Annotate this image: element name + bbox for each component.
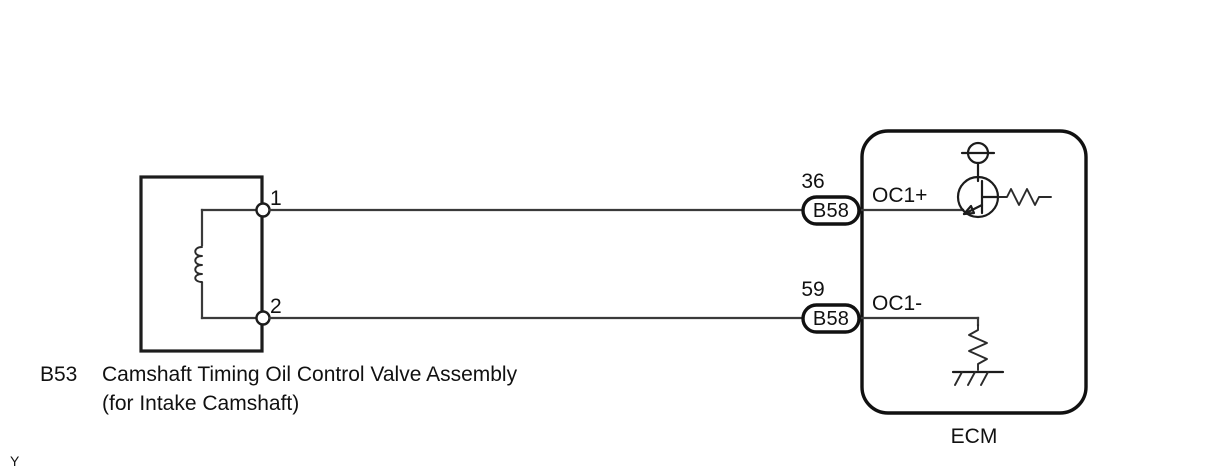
coil-icon bbox=[194, 246, 203, 283]
connector-pin-number-59: 59 bbox=[801, 278, 824, 301]
ecm-box bbox=[860, 129, 1088, 415]
resistor-icon-lower bbox=[968, 324, 988, 371]
resistor-icon-upper bbox=[998, 188, 1052, 206]
component-name-line1: Camshaft Timing Oil Control Valve Assemb… bbox=[102, 363, 518, 386]
ecm-signal-label-oc1-plus: OC1+ bbox=[872, 184, 927, 207]
component-code-label: B53 bbox=[40, 363, 77, 386]
connector-b58-pin36: 36 B58 bbox=[801, 170, 861, 226]
component-name-line2: (for Intake Camshaft) bbox=[102, 392, 299, 415]
terminal-2: 2 bbox=[255, 295, 282, 326]
connector-name-b58-upper: B58 bbox=[813, 200, 849, 222]
terminal-1: 1 bbox=[255, 187, 282, 218]
ground-icon bbox=[951, 370, 1005, 386]
connector-name-b58-lower: B58 bbox=[813, 308, 849, 330]
valve-assembly-box bbox=[139, 175, 264, 353]
terminal-1-label: 1 bbox=[270, 187, 282, 210]
ecm-label: ECM bbox=[951, 425, 998, 448]
ecm-lower-circuit bbox=[860, 316, 1005, 386]
terminal-2-label: 2 bbox=[270, 295, 282, 318]
connector-b58-pin59: 59 B58 bbox=[801, 278, 861, 334]
transistor-icon bbox=[956, 175, 1001, 219]
connector-pin-number-36: 36 bbox=[801, 170, 824, 193]
supply-node-icon bbox=[960, 141, 996, 183]
corner-mark: Y bbox=[10, 453, 20, 469]
ecm-upper-circuit bbox=[860, 141, 1052, 219]
ecm-signal-label-oc1-minus: OC1- bbox=[872, 292, 922, 315]
valve-internal-circuit bbox=[200, 208, 265, 320]
